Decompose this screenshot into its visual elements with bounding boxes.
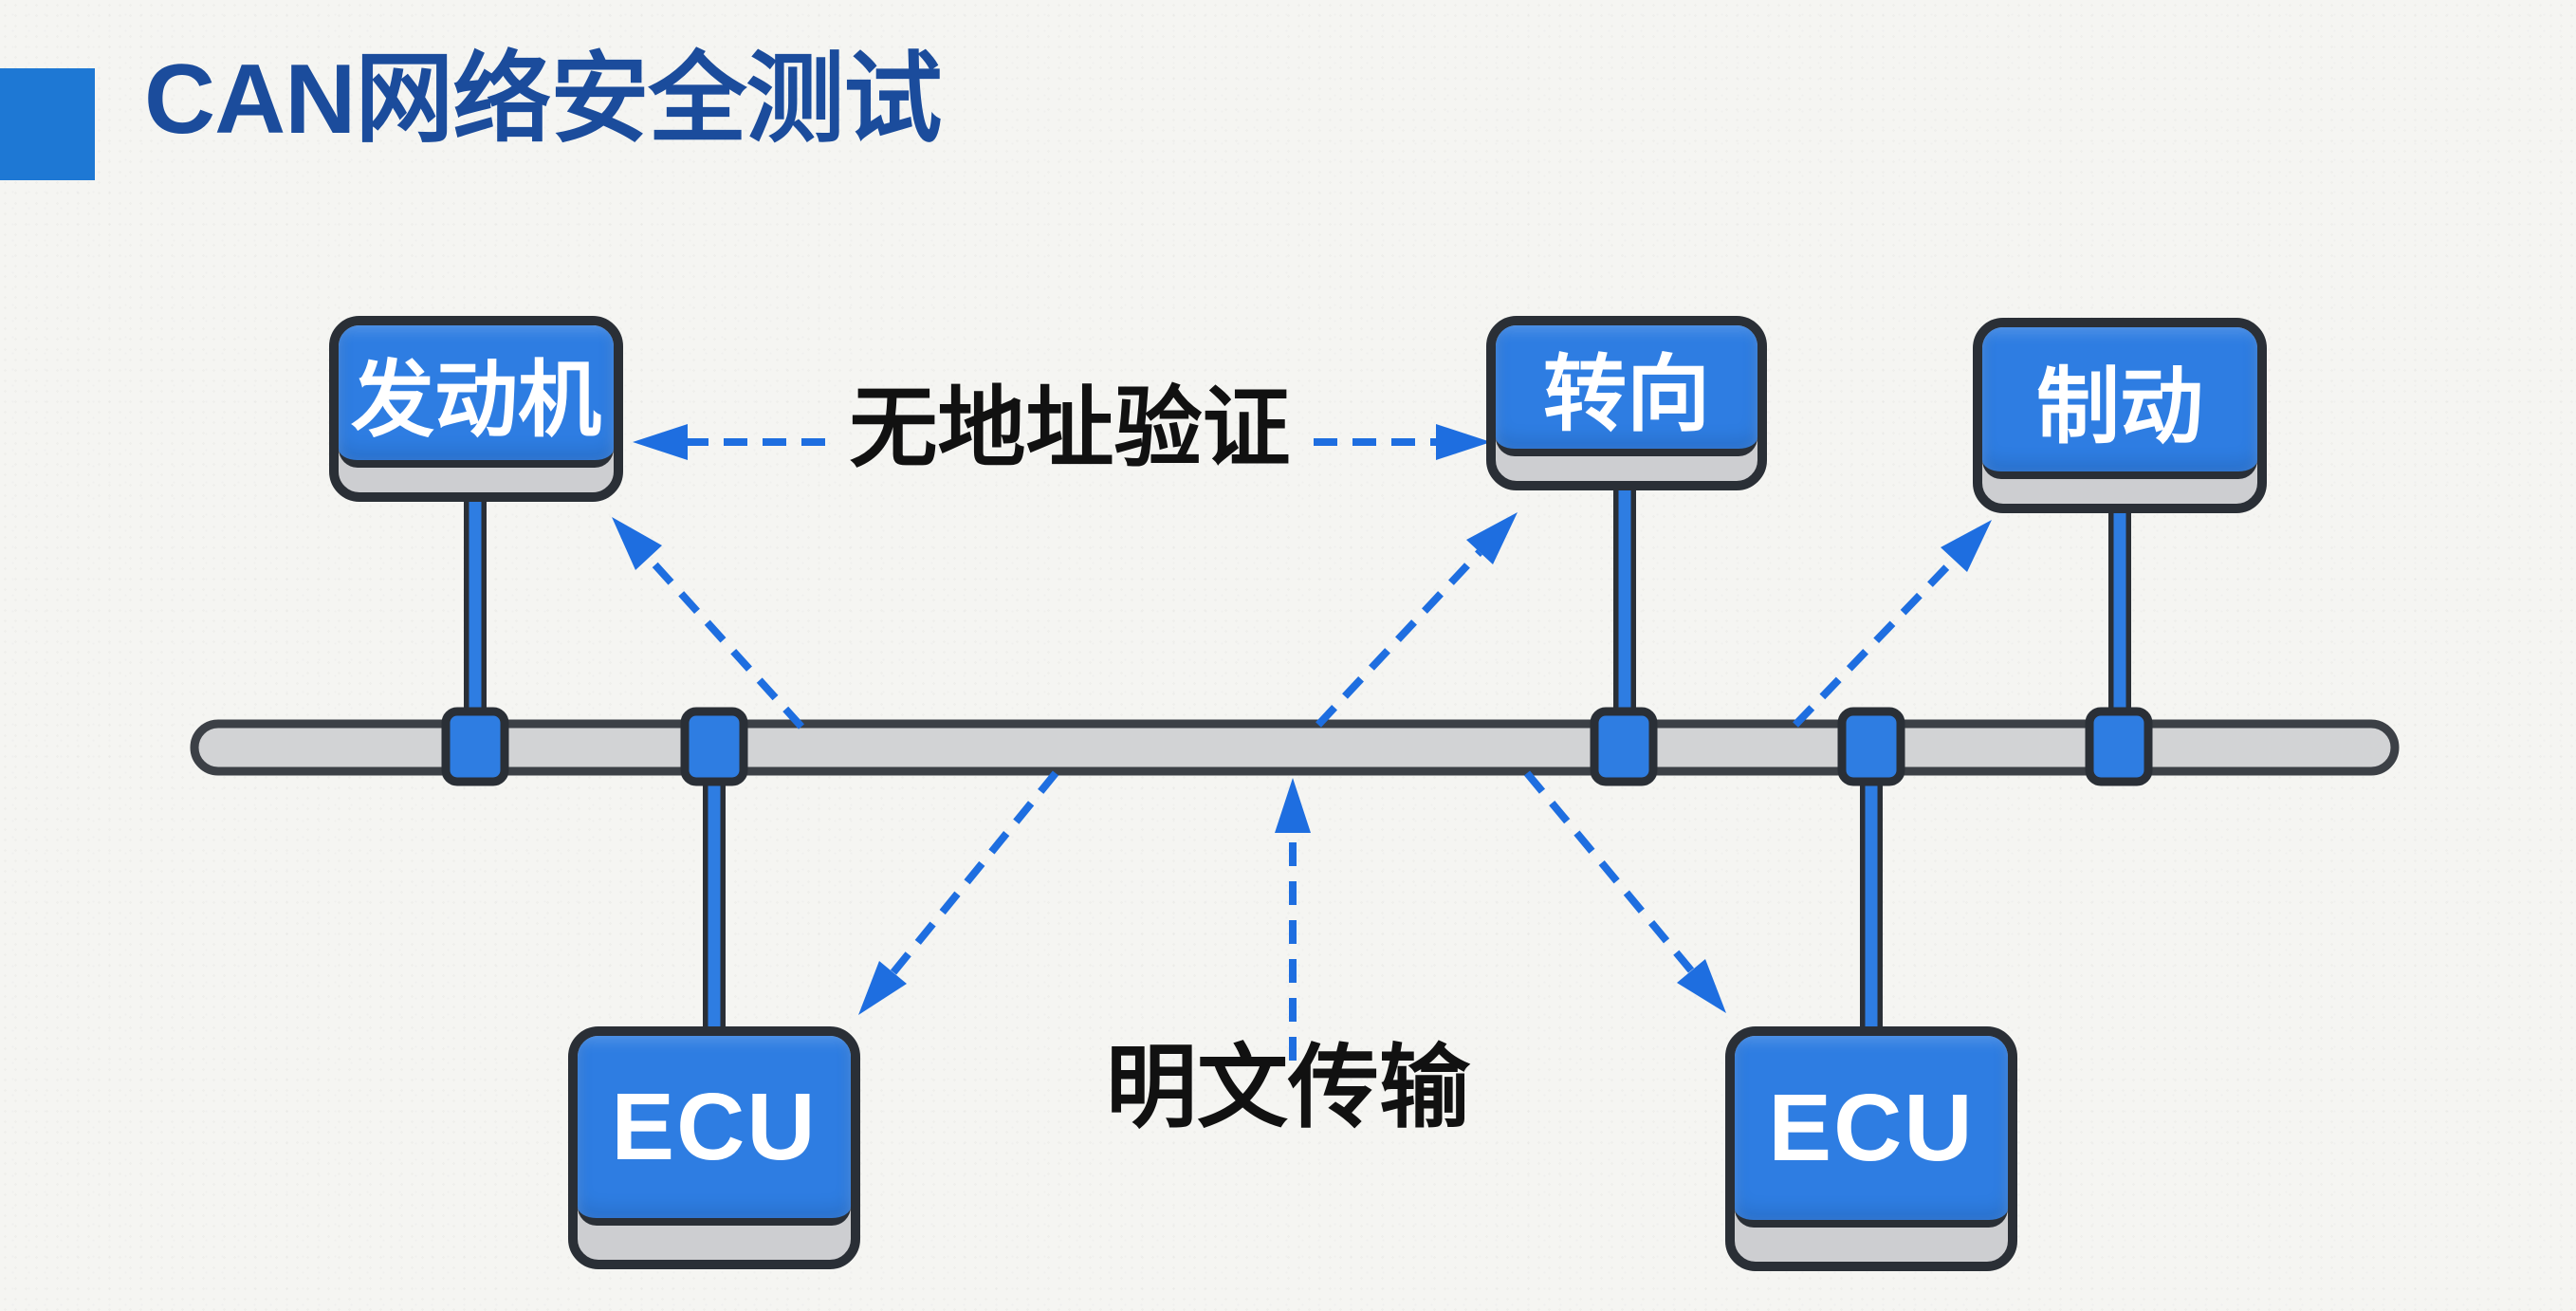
arrowhead-right (1436, 424, 1491, 460)
bus-connector-steering (1590, 707, 1658, 786)
node-engine-base (339, 468, 614, 492)
dashed-arrow-bus-to-steering (1316, 512, 1518, 728)
node-engine: 发动机 (329, 316, 623, 502)
bus-connector-brake (2085, 707, 2153, 786)
dashed-arrow-bus-to-ecu-right (1523, 770, 1726, 1013)
node-steering-label: 转向 (1496, 325, 1757, 456)
node-ecu-left: ECU (568, 1026, 860, 1269)
dashed-arrow-bus-to-brake (1793, 520, 1992, 728)
node-brake-label: 制动 (1982, 327, 2257, 479)
can-bus-bar (190, 719, 2400, 776)
node-engine-label: 发动机 (339, 325, 614, 468)
node-steering-base (1496, 456, 1757, 481)
annotation-no-address-validation: 无地址验证 (849, 379, 1291, 478)
node-ecu-right: ECU (1725, 1026, 2017, 1271)
arrowhead-left (633, 424, 688, 460)
dashed-arrow-to-steering (1314, 424, 1491, 460)
bus-connector-ecu-left (680, 707, 748, 786)
bus-connector-engine (441, 707, 509, 786)
node-ecu-left-base (578, 1226, 851, 1260)
dashed-arrow-to-engine (633, 424, 825, 460)
node-ecu-right-base (1735, 1228, 2008, 1262)
node-steering: 转向 (1486, 316, 1767, 490)
dashed-arrow-bus-to-ecu-left (858, 770, 1059, 1015)
title-accent-square (0, 68, 95, 180)
node-brake: 制动 (1973, 318, 2267, 513)
page-title: CAN网络安全测试 (144, 45, 942, 155)
node-ecu-left-label: ECU (578, 1036, 851, 1226)
bus-connector-ecu-right (1837, 707, 1905, 786)
dashed-arrow-bus-to-engine (612, 517, 804, 729)
node-brake-base (1982, 479, 2257, 504)
node-ecu-right-label: ECU (1735, 1036, 2008, 1228)
annotation-plaintext-transmission: 明文传输 (1106, 1037, 1470, 1139)
dashed-arrow-plaintext-to-bus (1275, 778, 1311, 1061)
